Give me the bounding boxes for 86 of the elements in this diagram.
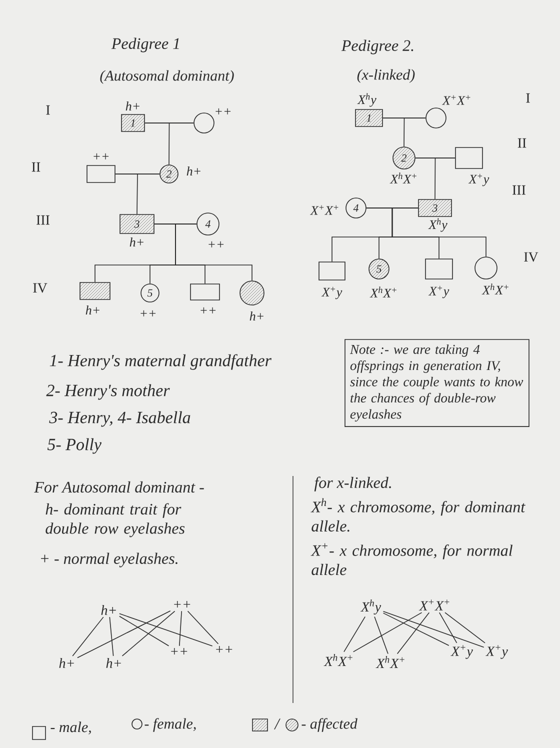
genotype-label: ++ <box>200 307 216 314</box>
genotype-label: X$^{+}$X$^{+}$ <box>442 95 470 105</box>
genotype-text: X$^{+}$y <box>450 645 473 659</box>
heading-text: for x-linked. <box>314 476 391 492</box>
key-text: X$^{h}$- x chromosome, for dominant allele. <box>310 498 526 532</box>
cross-line <box>119 613 213 646</box>
genotype-label: X$^{h}$X$^{+}$ <box>370 286 396 298</box>
subtitle: (x-linked) <box>357 69 415 83</box>
square-symbol <box>190 284 220 300</box>
hatched-square-symbol <box>80 282 110 300</box>
circle-symbol <box>474 256 498 280</box>
cross-line <box>178 610 182 646</box>
mating-line <box>144 122 194 124</box>
cross-line <box>77 610 171 658</box>
genotype-text: ++ <box>171 648 188 655</box>
cross-line <box>438 612 458 644</box>
genotype-label: X$^{h}$y <box>357 93 376 107</box>
key-text: 1- Henry's maternal grandfather <box>50 354 272 370</box>
genotype-label: ++ <box>140 310 156 316</box>
key-text: X$^{+}$- x chromosome, for normal allele <box>310 543 512 576</box>
genotype-label: h+ <box>126 102 140 111</box>
title: Pedigree 2. <box>341 40 414 54</box>
cross-line <box>122 610 176 656</box>
generation-numeral: II <box>32 162 40 172</box>
generation-numeral: IV <box>524 252 538 262</box>
genotype-label: X$^{+}$y <box>428 286 450 298</box>
genotype-label: h+ <box>250 312 264 321</box>
cross-line <box>382 610 484 648</box>
generation-numeral: I <box>526 93 530 103</box>
generation-numeral: II <box>518 138 526 148</box>
generation-numeral: IV <box>33 283 48 293</box>
legend-label: - male, <box>50 722 91 734</box>
cross-line <box>382 612 450 646</box>
genotype-text: ++ <box>216 646 232 653</box>
generation-numeral: III <box>36 215 50 225</box>
genotype-text: X$^{h}$y <box>360 599 382 615</box>
square-symbol <box>86 165 116 183</box>
legend-label: - female, <box>144 718 196 732</box>
key-text: 5- Polly <box>47 438 102 454</box>
key-text: h- dominant trait for double row eyelashes <box>46 503 185 538</box>
genotype-text: X$^{+}$y <box>486 645 508 659</box>
key-text: 3- Henry, 4- Isabella <box>49 411 190 427</box>
circle-symbol <box>426 108 446 128</box>
cross-line <box>119 616 170 646</box>
genotype-text: h+ <box>59 658 74 668</box>
circle-symbol <box>194 112 214 134</box>
genotype-label: ++ <box>216 108 231 114</box>
cross-line <box>187 610 219 644</box>
genotype-label: h+ <box>186 166 200 176</box>
genotype-label: ++ <box>208 241 224 248</box>
legend-label: - affected <box>302 718 358 732</box>
cross-line <box>72 616 104 656</box>
genotype-text: X$^{h}$X$^{+}$ <box>376 656 404 668</box>
title: Pedigree 1 <box>111 38 179 52</box>
genotype-label: X$^{h}$X$^{+}$ <box>482 284 508 294</box>
cross-line <box>109 616 114 656</box>
genotype-label: X$^{+}$y <box>321 286 342 300</box>
cross-line <box>352 612 422 652</box>
genotype-label: X$^{h}$X$^{+}$ <box>390 172 416 184</box>
cross-line <box>396 612 430 654</box>
genotype-label: X$^{h}$y <box>428 218 448 232</box>
square-symbol <box>425 258 453 280</box>
heading-text: For Autosomal dominant - <box>34 481 204 493</box>
square-symbol <box>318 262 346 280</box>
cross-line <box>374 616 388 654</box>
subtitle: (Autosomal dominant) <box>100 70 234 84</box>
generation-numeral: I <box>46 105 50 115</box>
genotype-text: ++ <box>174 601 190 608</box>
cross-line <box>444 612 486 644</box>
genotype-label: h+ <box>130 238 144 247</box>
cross-line <box>344 616 366 652</box>
genotype-text: X$^{h}$X$^{+}$ <box>324 654 352 666</box>
hatched-circle-symbol <box>240 280 264 306</box>
genotype-text: h+ <box>101 605 116 615</box>
slash-text: / <box>274 718 280 730</box>
genotype-text: X$^{+}$X$^{+}$ <box>418 600 450 610</box>
genotype-label: ++ <box>94 153 109 160</box>
genotype-text: h+ <box>106 658 121 668</box>
note-box: Note :- we are taking 4 offsprings in generation IV, since the couple wants to know the chances of double-row eyelashes <box>344 339 530 427</box>
square-symbol <box>455 147 483 169</box>
genotype-label: h+ <box>86 306 100 315</box>
genotype-label: X$^{+}$X$^{+}$ <box>310 205 338 215</box>
key-text: 2- Henry's mother <box>46 384 170 400</box>
genotype-label: X$^{+}$y <box>468 174 490 186</box>
generation-numeral: III <box>512 185 526 195</box>
key-text: + - normal eyelashes. <box>41 552 178 568</box>
